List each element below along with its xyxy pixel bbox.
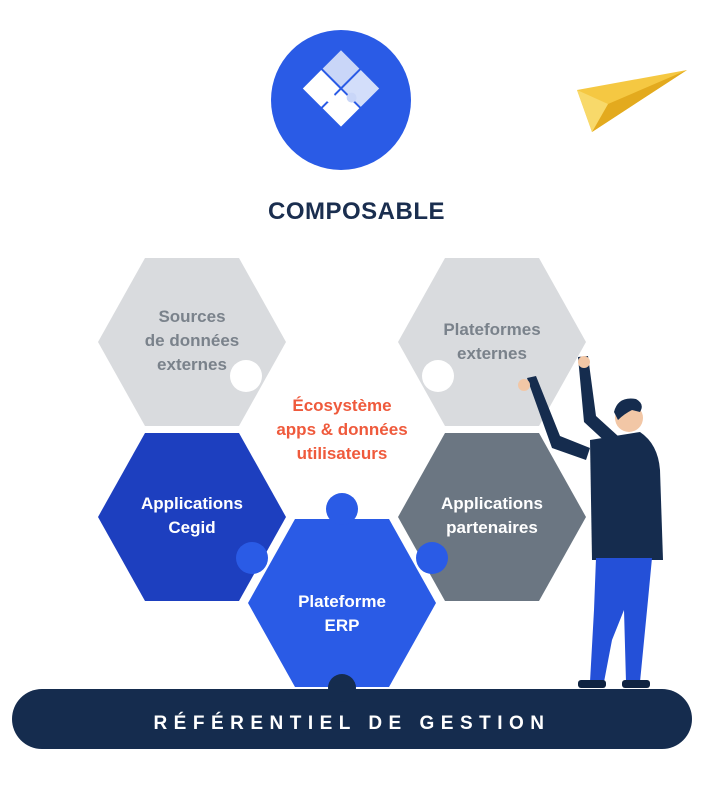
hex-label-erp: Plateforme ERP — [248, 590, 436, 638]
label-line: utilisateurs — [296, 444, 388, 463]
base-label: RÉFÉRENTIEL DE GESTION — [153, 713, 551, 734]
hex-label-partenaires: Applications partenaires — [398, 492, 586, 540]
hex-center — [248, 343, 436, 511]
base-knob — [328, 674, 356, 702]
center-knob-right — [422, 360, 454, 392]
label-line: Applications — [140, 494, 243, 513]
erp-knob-left — [236, 542, 268, 574]
puzzle-logo-icon — [271, 30, 411, 170]
label-line: Applications — [440, 494, 543, 513]
label-line: Plateformes — [443, 320, 541, 339]
label-line: Plateforme — [298, 592, 386, 611]
label-line: partenaires — [446, 518, 538, 537]
hex-label-cegid: Applications Cegid — [98, 492, 286, 540]
erp-knob-right — [416, 542, 448, 574]
label-line: de données — [144, 331, 240, 350]
label-line: ERP — [324, 616, 360, 635]
paper-plane-icon — [577, 70, 687, 132]
person-illustration — [518, 356, 663, 688]
hex-label-sources: Sources de données externes — [98, 305, 286, 377]
label-line: apps & données — [276, 420, 408, 439]
label-line: Cegid — [168, 518, 216, 537]
hex-label-center: Écosystème apps & données utilisateurs — [248, 394, 436, 466]
label-line: Sources — [158, 307, 226, 326]
label-line: externes — [457, 344, 527, 363]
hex-label-plateformes: Plateformes externes — [398, 318, 586, 366]
erp-knob-top — [326, 493, 358, 525]
page-title: COMPOSABLE — [267, 198, 445, 225]
label-line: externes — [157, 355, 227, 374]
center-knob-left — [230, 360, 262, 392]
base-bar — [12, 689, 692, 749]
label-line: Écosystème — [292, 396, 392, 415]
hex-erp — [248, 519, 436, 687]
